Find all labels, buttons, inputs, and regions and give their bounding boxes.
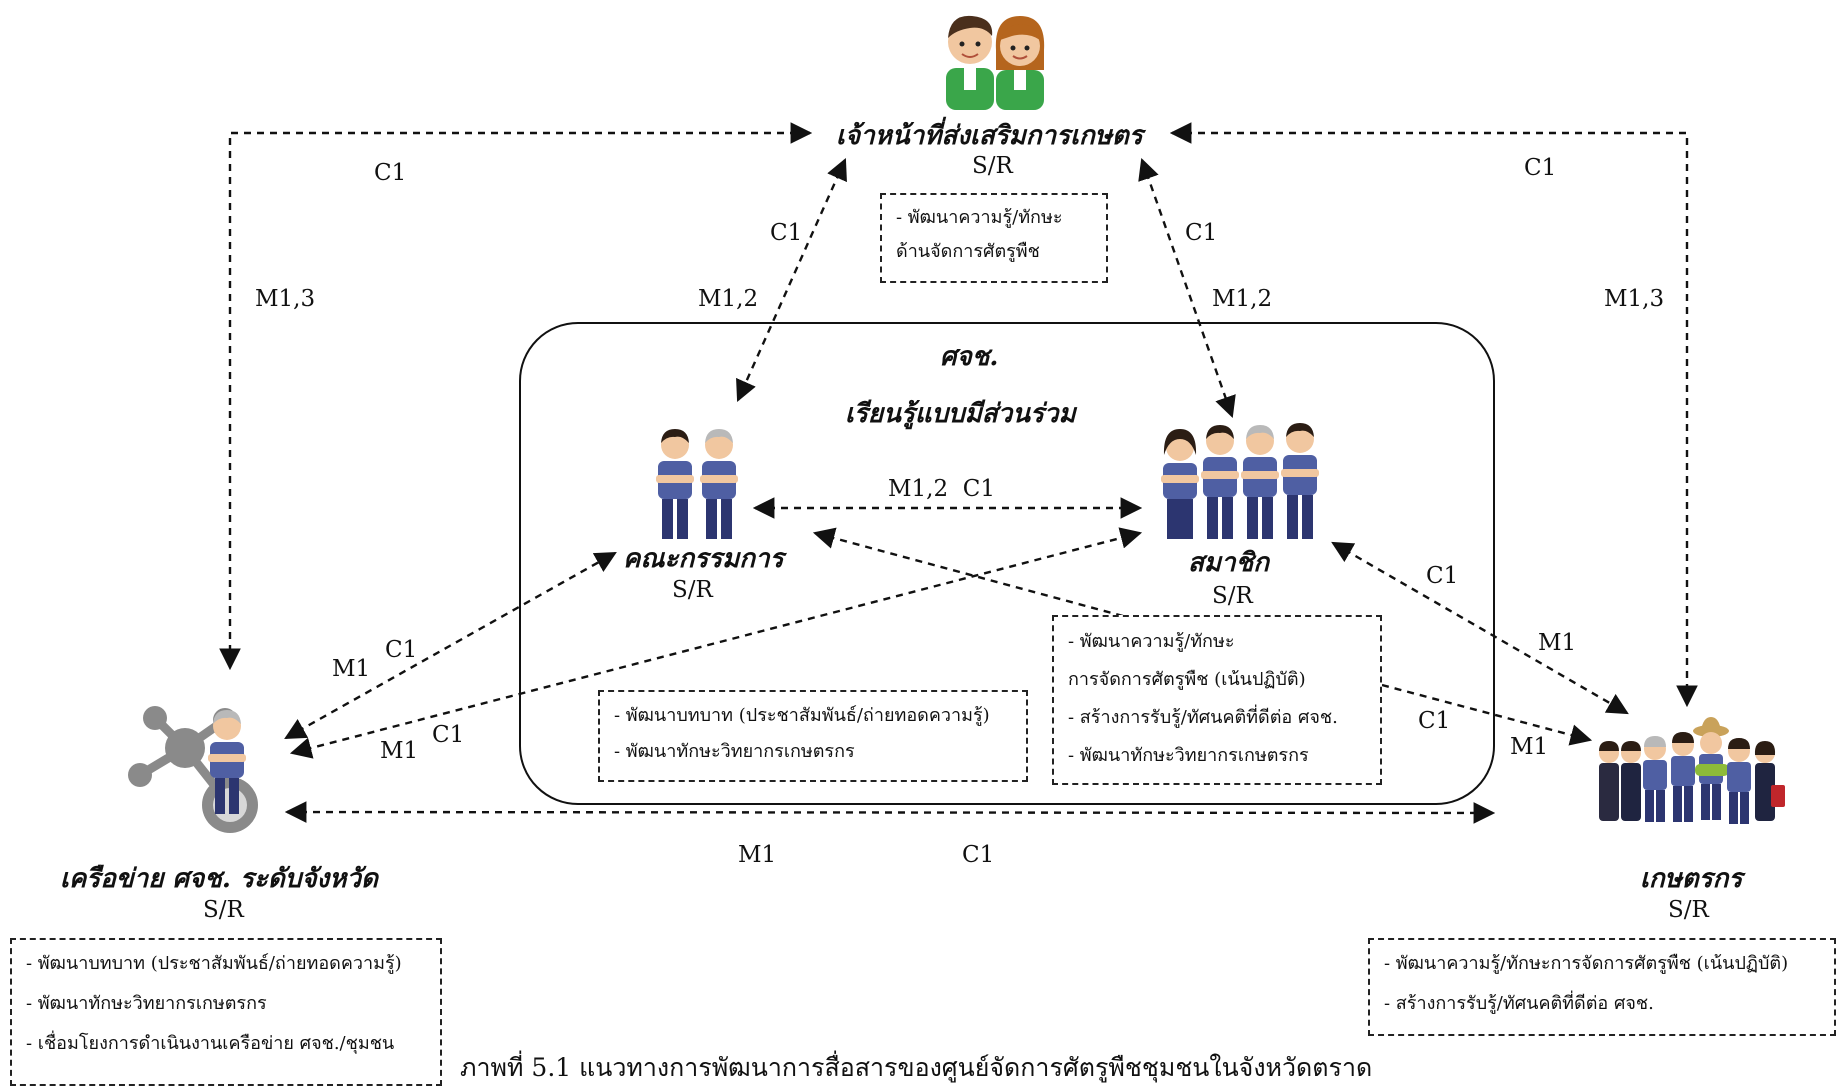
network-note-line: - พัฒนาทักษะวิทยากรเกษตรกร: [26, 993, 267, 1014]
members-notes: - พัฒนาความรู้/ทักษะ การจัดการศัตรูพืช (…: [1052, 615, 1382, 785]
edge-label: C1: [1185, 220, 1218, 246]
members-people-icon: [1161, 423, 1319, 539]
members-note-line: - พัฒนาทักษะวิทยากรเกษตรกร: [1068, 745, 1309, 766]
edge-label: M1: [380, 738, 419, 764]
committee-title: คณะกรรมการ: [623, 544, 784, 574]
edge-label: M1,2: [1212, 286, 1273, 312]
committee-people-icon: [656, 429, 738, 539]
edge-label: C1: [374, 160, 407, 186]
farmers-notes: - พัฒนาความรู้/ทักษะการจัดการศัตรูพืช (เ…: [1368, 938, 1836, 1036]
network-title: เครือข่าย ศจช. ระดับจังหวัด: [60, 864, 378, 894]
edge-label: M1,3: [255, 286, 316, 312]
network-note-line: - เชื่อมโยงการดำเนินงานเครือข่าย ศจช./ชุ…: [26, 1033, 395, 1054]
edge-label: C1: [770, 220, 803, 246]
edge-label: C1: [1418, 708, 1451, 734]
members-farmers-arrow: [1331, 541, 1629, 715]
network-sr: S/R: [203, 897, 244, 923]
edge-label: C1: [962, 842, 995, 868]
committee-note-line: - พัฒนาบทบาท (ประชาสัมพันธ์/ถ่ายทอดความร…: [614, 705, 990, 726]
edge-label: M1: [1538, 630, 1577, 656]
network-members-arrow: [289, 527, 1143, 759]
notes-farmers-arrow: [1381, 683, 1593, 746]
edge-label: M1,3: [1604, 286, 1665, 312]
committee-notes: - พัฒนาบทบาท (ประชาสัมพันธ์/ถ่ายทอดความร…: [598, 690, 1028, 782]
network-icon: [128, 706, 258, 833]
officer-members-arrow: [1138, 157, 1236, 419]
edge-label: C1: [432, 722, 465, 748]
edge-label: M1: [332, 656, 371, 682]
farmers-sr: S/R: [1668, 897, 1709, 923]
committee-sr: S/R: [672, 577, 713, 603]
officer-committee-arrow: [736, 158, 847, 402]
members-note-line: การจัดการศัตรูพืช (เน้นปฏิบัติ): [1068, 669, 1306, 690]
members-sr: S/R: [1212, 583, 1253, 609]
officer-sr: S/R: [972, 153, 1013, 179]
edge-label: M1: [1510, 734, 1549, 760]
officer-farmers-arrow: [1169, 122, 1698, 708]
farmers-note-line: - พัฒนาความรู้/ทักษะการจัดการศัตรูพืช (เ…: [1384, 953, 1789, 974]
network-notes: - พัฒนาบทบาท (ประชาสัมพันธ์/ถ่ายทอดความร…: [10, 938, 442, 1086]
edge-label: M1: [738, 842, 777, 868]
members-note-line: - พัฒนาความรู้/ทักษะ: [1068, 631, 1235, 652]
committee-note-line: - พัฒนาทักษะวิทยากรเกษตรกร: [614, 741, 855, 762]
farmers-people-icon: [1599, 717, 1785, 824]
members-title: สมาชิก: [1188, 548, 1269, 578]
edge-label: M1,2 C1: [888, 476, 995, 502]
edge-label: C1: [385, 637, 418, 663]
edge-label: C1: [1524, 155, 1557, 181]
officer-note-line: - พัฒนาความรู้/ทักษะ: [896, 207, 1063, 228]
edge-label: M1,2: [698, 286, 759, 312]
center-title: ศจช.: [940, 342, 999, 372]
farmers-note-line: - สร้างการรับรู้/ทัศนคติที่ดีต่อ ศจช.: [1384, 993, 1654, 1014]
network-committee-arrow: [284, 551, 617, 740]
officer-people-icon: [946, 15, 1045, 110]
edge-label: C1: [1426, 563, 1459, 589]
members-note-line: - สร้างการรับรู้/ทัศนคติที่ดีต่อ ศจช.: [1068, 707, 1338, 728]
notes-committee-arrow: [812, 527, 1124, 618]
figure-caption: ภาพที่ 5.1 แนวทางการพัฒนาการสื่อสารของศู…: [460, 1053, 1373, 1082]
officer-title: เจ้าหน้าที่ส่งเสริมการเกษตร: [836, 121, 1143, 151]
farmers-title: เกษตรกร: [1640, 864, 1743, 894]
network-farmers-arrow: [284, 801, 1496, 824]
officer-network-arrow: [219, 122, 813, 671]
network-note-line: - พัฒนาบทบาท (ประชาสัมพันธ์/ถ่ายทอดความร…: [26, 953, 402, 974]
officer-note-line: ด้านจัดการศัตรูพืช: [896, 241, 1040, 262]
officer-notes: - พัฒนาความรู้/ทักษะ ด้านจัดการศัตรูพืช: [880, 193, 1108, 283]
center-subtitle: เรียนรู้แบบมีส่วนร่วม: [845, 399, 1076, 429]
